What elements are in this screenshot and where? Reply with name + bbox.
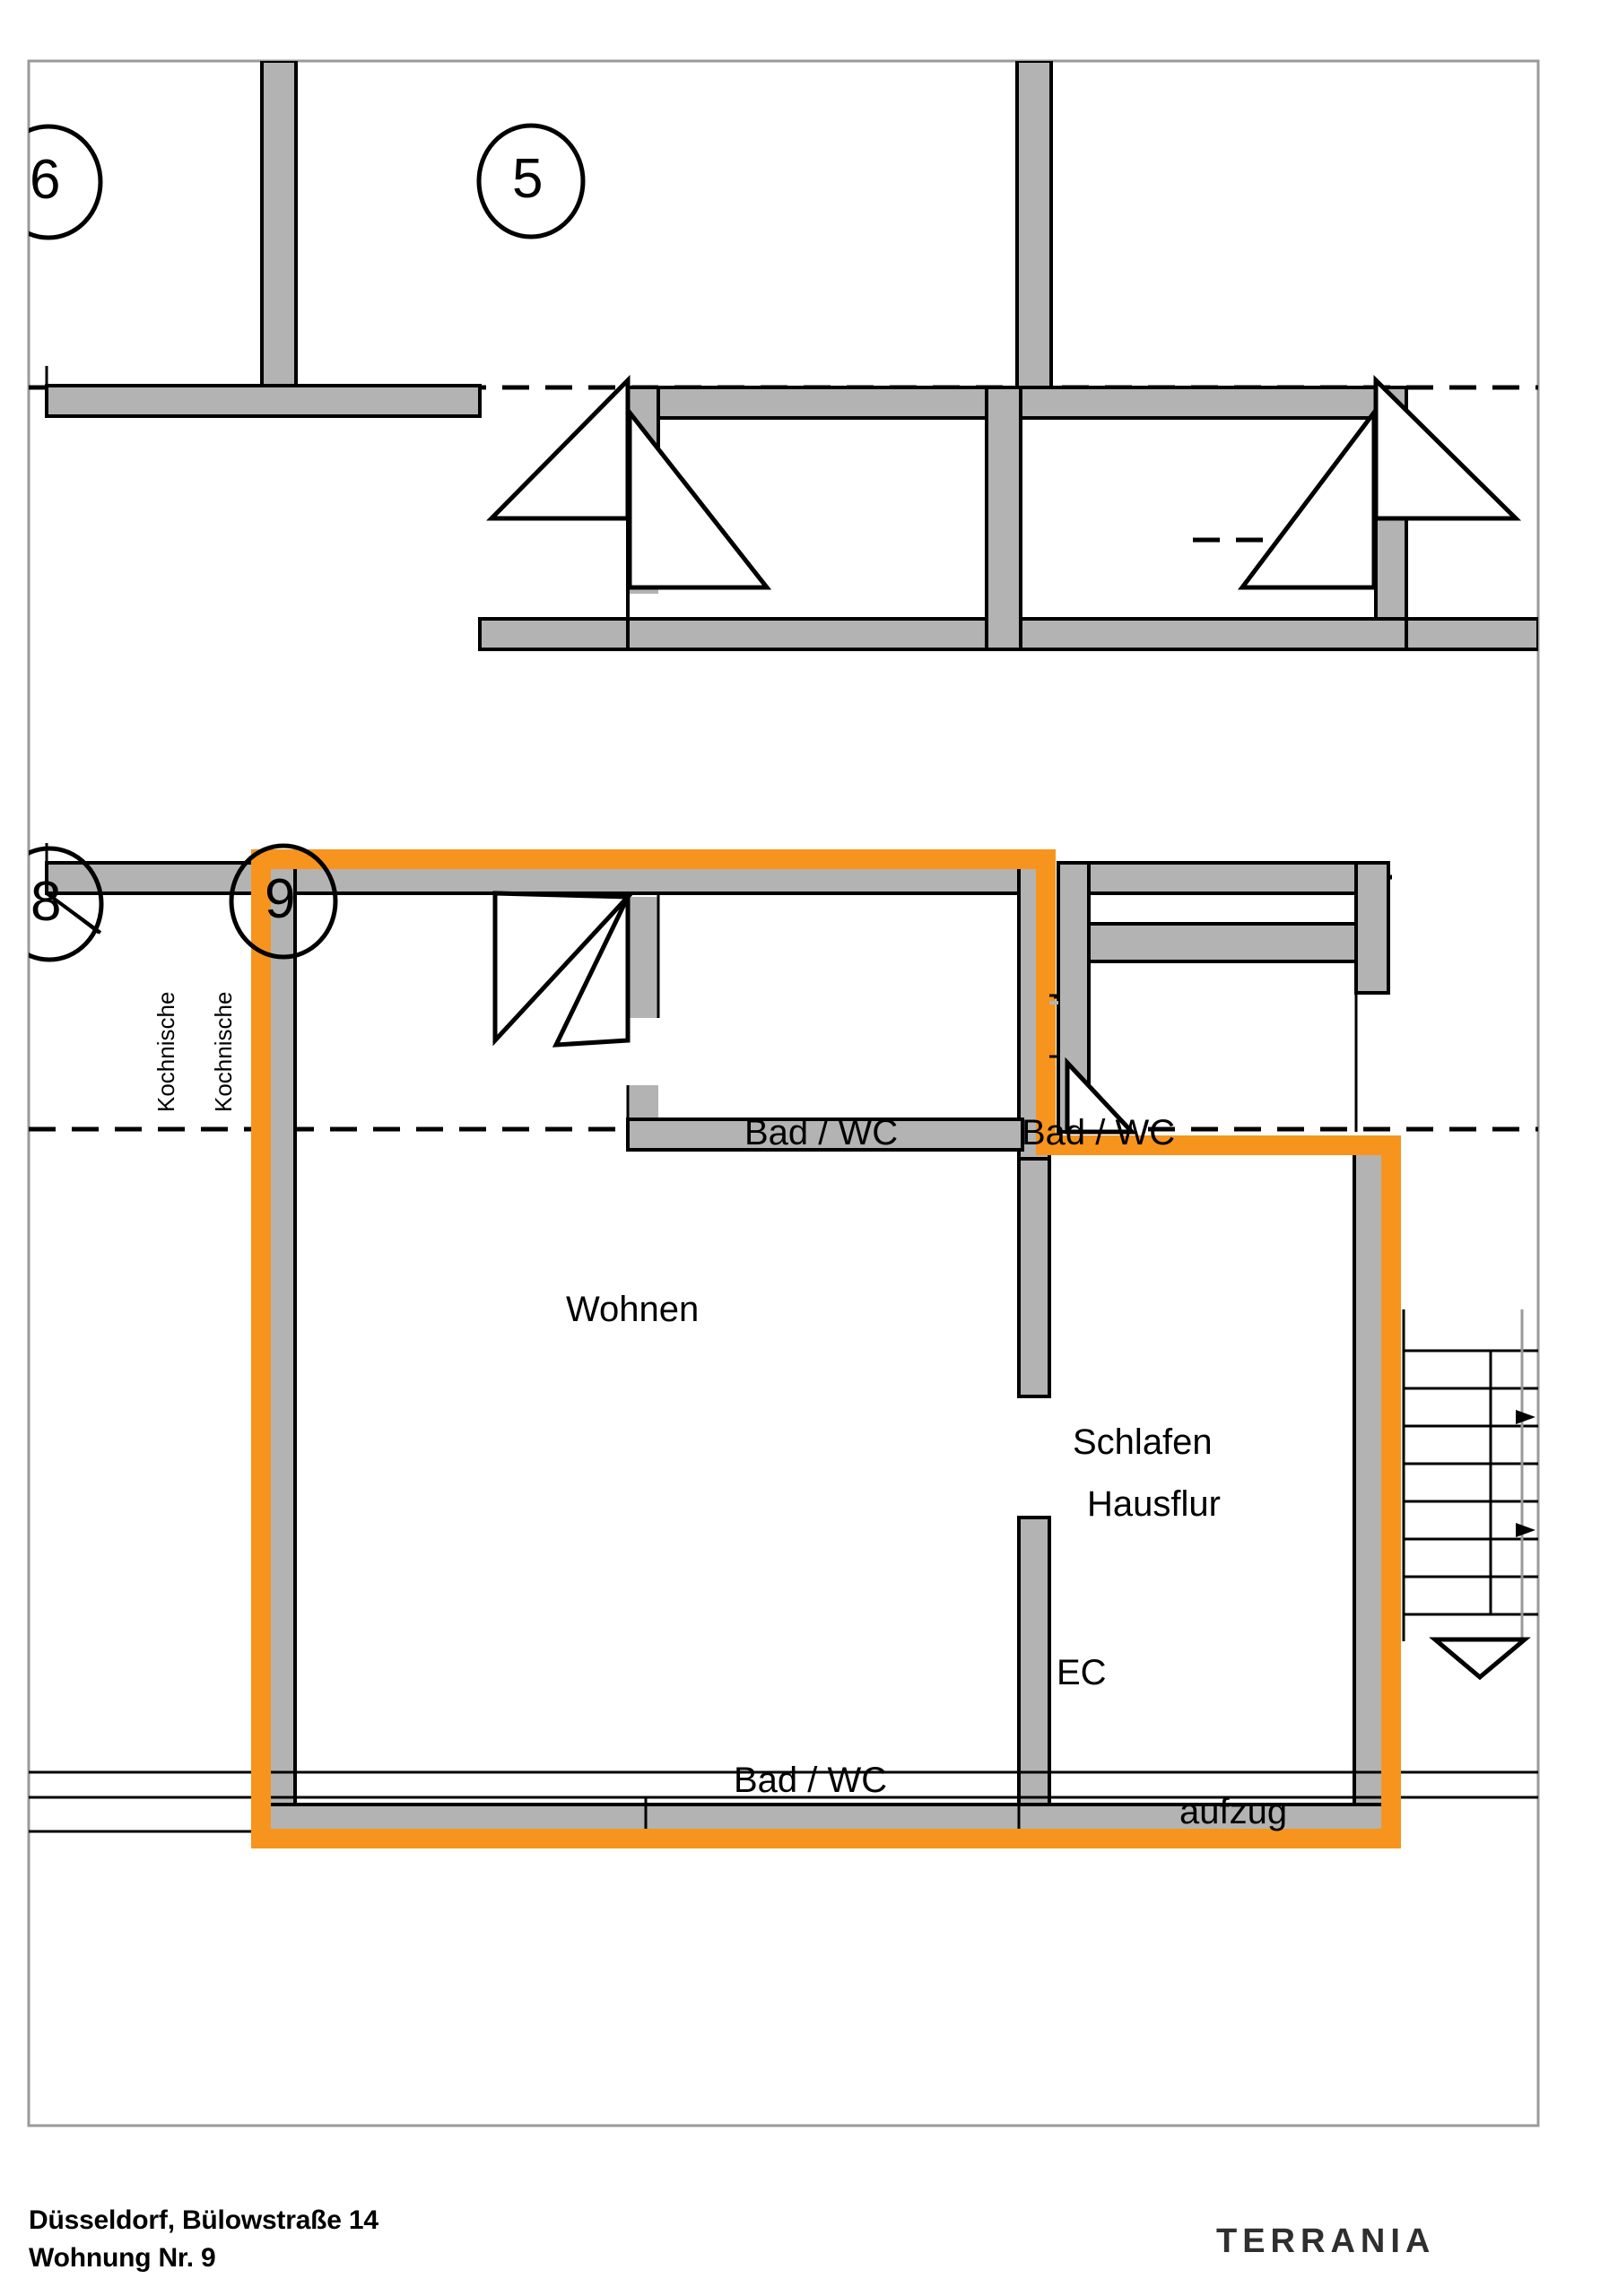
- unit-circle-5: [476, 123, 586, 239]
- staircase: [1402, 1309, 1538, 1681]
- room-label-kochnische-1: Kochnische: [152, 991, 179, 1112]
- door-leaf-mid-left: [45, 891, 102, 935]
- wall-elev-mid: [1087, 922, 1390, 963]
- door-swing-bad2-inner: [1237, 405, 1377, 590]
- wall-bad1-bottom: [626, 617, 1022, 651]
- brand-logo: TERRANIA: [1216, 2222, 1436, 2260]
- wall-horizontal-mid-left: [45, 861, 264, 895]
- footer-unit: Wohnung Nr. 9: [29, 2243, 216, 2273]
- unit-number-6: 6: [30, 149, 61, 211]
- door-swing-ec: [1065, 1057, 1137, 1135]
- unit-circle-6: [29, 124, 103, 240]
- apartment-highlight-outline: [251, 849, 1401, 1848]
- wall-elev-top: [1087, 861, 1390, 895]
- door-swing-bad2-outer: [1373, 375, 1522, 521]
- wall-between-wohnen-schlafen-upper: [1017, 1157, 1051, 1398]
- wall-apt-right-lower: [1353, 1142, 1387, 1838]
- unit-number-8: 8: [30, 871, 62, 933]
- room-label-bad-wc-2: Bad / WC: [1022, 1113, 1176, 1152]
- room-label-hausflur: Hausflur: [1087, 1484, 1221, 1524]
- stair-tick-1: [1516, 1410, 1535, 1424]
- door-swing-aptbad-right: [552, 895, 631, 1048]
- wall-vertical-top-right: [1015, 61, 1053, 399]
- unit-number-9: 9: [265, 868, 296, 930]
- wall-bad2-bottom: [1019, 617, 1408, 651]
- wall-horizontal-top-left: [45, 384, 482, 418]
- wall-bad1-right: [985, 386, 1022, 651]
- room-label-schlafen: Schlafen: [1073, 1422, 1213, 1462]
- wall-bad1-top: [626, 386, 1022, 420]
- wall-aptbad-left-upper: [628, 897, 658, 1018]
- room-label-aufzug: aufzug: [1179, 1792, 1288, 1831]
- room-label-wohnen: Wohnen: [566, 1290, 700, 1329]
- wall-bad2-top: [1019, 386, 1408, 420]
- room-label-bad-wc-1: Bad / WC: [744, 1113, 899, 1152]
- page-border: [27, 59, 1540, 2127]
- ec-lobby-line-b: [1049, 1001, 1058, 1004]
- wall-elev-right: [1354, 861, 1390, 995]
- footer-address: Düsseldorf, Bülowstraße 14: [29, 2205, 378, 2235]
- wall-horizontal-mid-top: [478, 617, 630, 651]
- unit-number-5: 5: [512, 148, 544, 210]
- stair-direction-arrow: [1429, 1637, 1531, 1681]
- stair-tick-2: [1516, 1523, 1535, 1537]
- wall-vertical-top-left: [260, 61, 298, 399]
- door-swing-bad1-outer: [486, 374, 631, 521]
- room-label-kochnische-2: Kochnische: [210, 991, 237, 1112]
- room-label-ec: EC: [1057, 1653, 1107, 1692]
- wall-aptbad-bottom: [626, 1118, 1024, 1152]
- unit-circle-9: [229, 843, 338, 960]
- footer: Düsseldorf, Bülowstraße 14 Wohnung Nr. 9: [29, 2202, 836, 2277]
- room-label-bad-wc-apt: Bad / WC: [734, 1761, 888, 1800]
- unit-circle-8: [29, 846, 104, 962]
- door-swing-bad1-inner: [627, 405, 772, 590]
- wall-horizontal-top-right: [1405, 617, 1538, 651]
- wall-between-wohnen-schlafen-lower: [1017, 1516, 1051, 1838]
